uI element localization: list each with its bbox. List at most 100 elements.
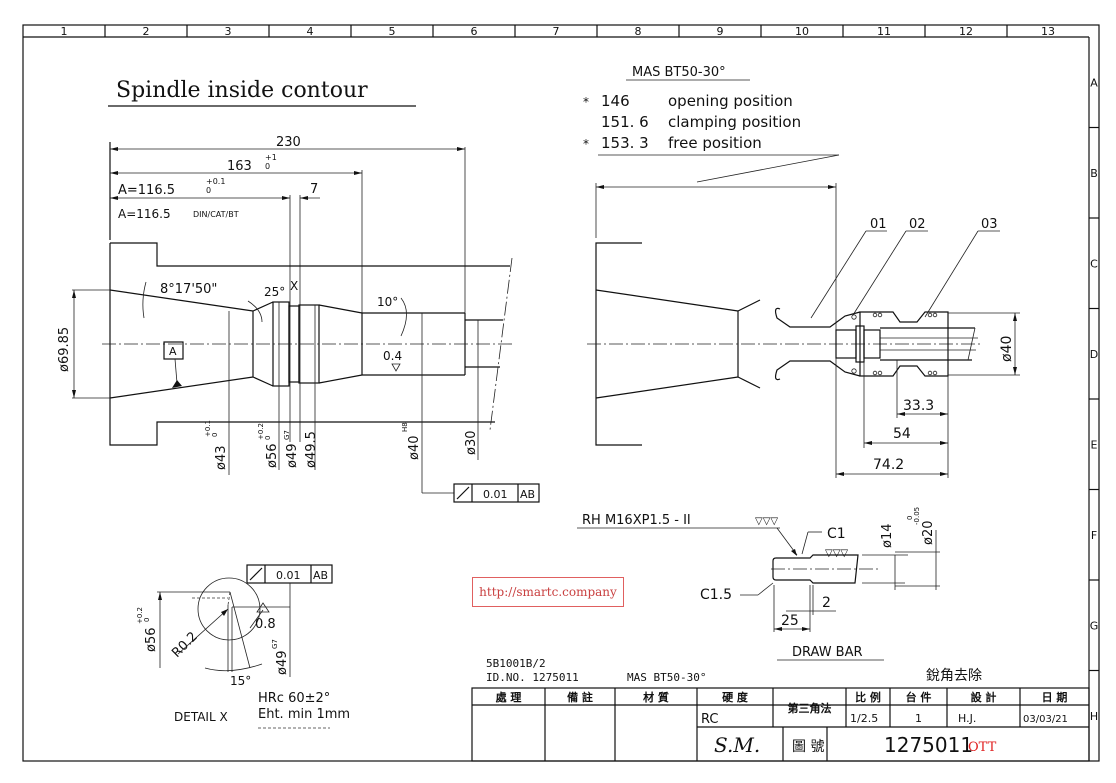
dia-40: ø40 <box>407 436 422 461</box>
column-label-2: 2 <box>143 25 150 38</box>
drawbar-dim-25: 25 <box>781 613 799 629</box>
detail-hardness: HRc 60±2° <box>258 691 330 706</box>
dia-56: ø56 <box>265 444 280 469</box>
dia-49: ø49 <box>285 444 300 469</box>
spec-value-opening: 146 <box>601 92 630 110</box>
spec-marker-3: * <box>583 137 589 151</box>
angle-taper: 8°17'50" <box>160 282 217 297</box>
drawbar-label: DRAW BAR <box>792 645 863 660</box>
dim-54: 54 <box>893 426 911 442</box>
column-label-8: 8 <box>635 25 642 38</box>
tb-model: MAS BT50-30° <box>627 671 706 684</box>
assembly-dia-40: ø40 <box>999 336 1015 362</box>
drawbar-dim-2: 2 <box>822 595 831 611</box>
dim-a-tol-lower: 0 <box>206 186 211 195</box>
roughness-04: 0.4 <box>383 349 402 363</box>
row-label-F: F <box>1091 529 1097 542</box>
dia-43-tol-lower: 0 <box>211 433 219 437</box>
tb-header-3: 硬 度 <box>722 690 749 704</box>
detail-dia-56-tol-upper: +0.2 <box>136 607 144 624</box>
drawbar-view: RH M16XP1.5 - II ▽▽▽ C1 ▽▽▽ ø14 ø20 0 -0… <box>577 507 940 661</box>
spec-heading: MAS BT50-30° <box>632 65 726 80</box>
tb-date: 03/03/21 <box>1023 714 1068 725</box>
datum-triangle <box>172 380 182 388</box>
row-label-H: H <box>1090 710 1098 723</box>
column-label-3: 3 <box>225 25 232 38</box>
dim-a-tol-upper: +0.1 <box>206 177 225 186</box>
row-label-B: B <box>1090 167 1098 180</box>
datum-a-box <box>163 341 184 360</box>
tb-note-cn: 銳角去除 <box>926 668 982 684</box>
column-label-6: 6 <box>471 25 478 38</box>
detail-x-view: 0.01 AB R0.2 0.8 ø56 +0.2 0 ø49 G7 15° D… <box>136 564 350 729</box>
dim-a-din-suffix: DIN/CAT/BT <box>193 210 239 219</box>
runout-tolerance-frame <box>453 483 540 503</box>
spec-block: MAS BT50-30° * 146 opening position 151.… <box>583 65 840 183</box>
column-label-10: 10 <box>795 25 809 38</box>
detail-runout-icon <box>249 567 263 581</box>
runout-datum: AB <box>520 488 535 501</box>
title-block: 5B1001B/2 ID.NO. 1275011 MAS BT50-30° 銳角… <box>471 657 1090 762</box>
drawbar-chamfer-c15: C1.5 <box>700 587 732 603</box>
watermark-link[interactable]: http://smartc.company <box>472 577 624 607</box>
detail-x-marker: X <box>290 279 298 293</box>
dim-a-din: A=116.5 <box>118 207 171 221</box>
drawbar-dia-20-tol-lower: -0.05 <box>913 507 921 525</box>
detail-dia-56: ø56 <box>144 628 159 653</box>
drawbar-chamfer-c1: C1 <box>827 526 846 542</box>
tb-header-1: 備 註 <box>567 690 593 704</box>
dia-69-85: ø69.85 <box>57 327 72 372</box>
dia-43: ø43 <box>214 446 229 471</box>
dim-7: 7 <box>310 182 318 197</box>
dia-40-fit: H8 <box>401 422 409 432</box>
row-label-E: E <box>1091 438 1098 451</box>
column-label-5: 5 <box>389 25 396 38</box>
detail-dia-49: ø49 <box>275 651 290 676</box>
detail-roughness: 0.8 <box>255 617 276 632</box>
column-label-11: 11 <box>877 25 891 38</box>
drawbar-thread-finish: ▽▽▽ <box>755 516 778 527</box>
tb-drawing-no: 1275011 <box>884 733 973 757</box>
spec-value-free: 153. 3 <box>601 134 649 152</box>
detail-runout-frame <box>246 564 333 584</box>
tb-id-no: ID.NO. 1275011 <box>486 671 579 684</box>
drawing-title: Spindle inside contour <box>116 78 368 103</box>
row-label-G: G <box>1090 619 1099 632</box>
row-label-A: A <box>1090 76 1098 89</box>
datum-a-label: A <box>169 345 177 358</box>
dim-163: 163 <box>227 159 252 174</box>
tb-scale: 1/2.5 <box>850 712 878 725</box>
column-label-12: 12 <box>959 25 973 38</box>
spec-label-opening: opening position <box>668 92 793 110</box>
tb-quantity: 1 <box>915 712 922 725</box>
drawbar-dia-14: ø14 <box>880 524 895 549</box>
drawbar-thread: RH M16XP1.5 - II <box>582 513 691 528</box>
dia-49-5: ø49.5 <box>304 431 319 468</box>
tb-hardness-value: RC <box>701 712 718 727</box>
spindle-section: 230 163 +1 0 A=116.5 +0.1 0 7 A=116.5 DI… <box>57 135 540 503</box>
column-label-4: 4 <box>307 25 314 38</box>
detail-roughness-symbol <box>256 602 270 613</box>
dia-49-fit: G7 <box>283 430 291 440</box>
detail-case-depth: Eht. min 1mm <box>258 707 350 722</box>
dia-30: ø30 <box>464 431 479 456</box>
tb-header-5: 比 例 <box>855 690 881 704</box>
spec-label-free: free position <box>668 134 762 152</box>
tb-header-7: 設 計 <box>971 690 997 704</box>
balloon-02: 02 <box>909 217 926 232</box>
dim-33-3: 33.3 <box>903 398 934 414</box>
balloon-01: 01 <box>870 217 887 232</box>
dim-163-tol-upper: +1 <box>265 153 277 162</box>
tb-company: S.M. <box>714 733 760 757</box>
balloon-03: 03 <box>981 217 998 232</box>
runout-icon <box>456 486 470 500</box>
tb-header-4: 第三角法 <box>788 701 832 715</box>
dim-230: 230 <box>276 135 301 150</box>
detail-dia-49-fit: G7 <box>271 639 279 649</box>
tb-header-2: 材 質 <box>643 690 669 704</box>
spec-marker-1: * <box>583 95 589 109</box>
detail-angle: 15° <box>230 674 251 688</box>
dim-74-2: 74.2 <box>873 457 904 473</box>
